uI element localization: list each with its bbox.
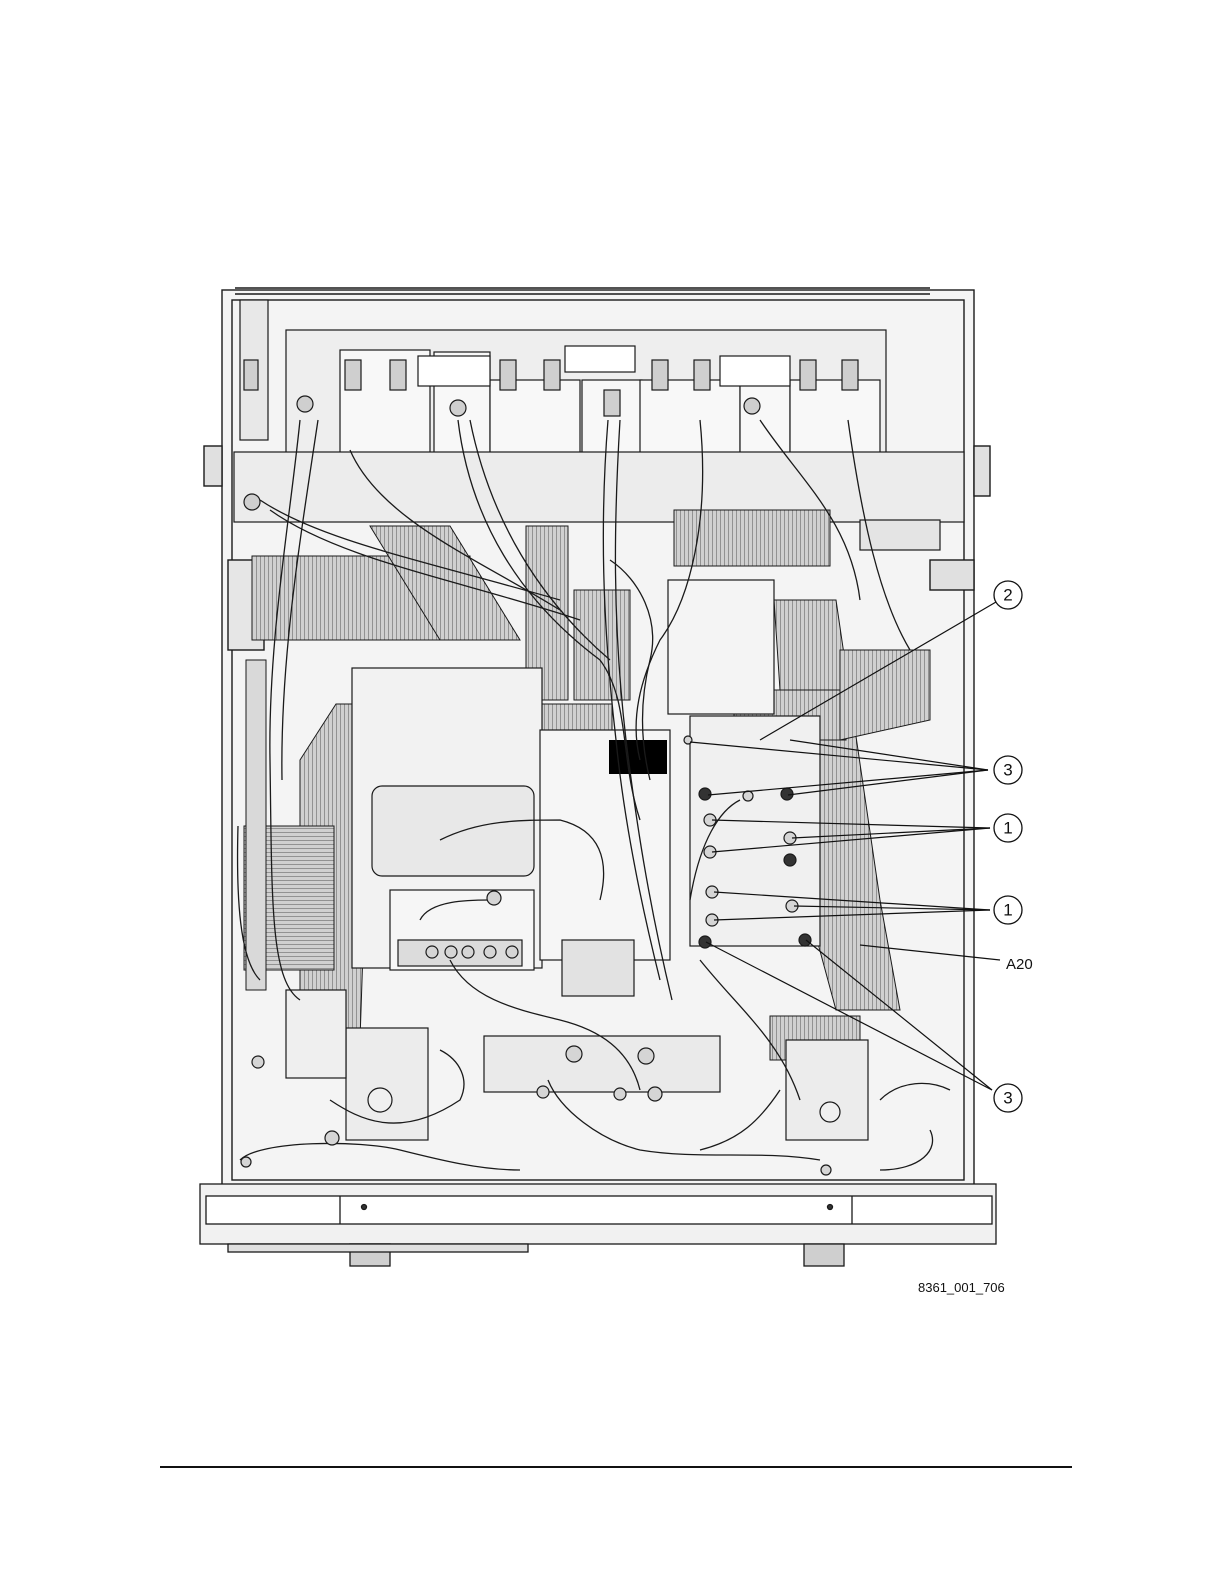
svg-text:3: 3: [1003, 1089, 1012, 1108]
callout-3-upper: 3: [994, 756, 1022, 784]
svg-text:1: 1: [1003, 819, 1012, 838]
svg-text:2: 2: [1003, 586, 1012, 605]
front-panel: [200, 1184, 996, 1266]
callout-2: 2: [994, 581, 1022, 609]
svg-text:3: 3: [1003, 761, 1012, 780]
assembly-reference-label: A20: [1006, 956, 1033, 973]
callout-1-lower: 1: [994, 896, 1022, 924]
callout-1-upper: 1: [994, 814, 1022, 842]
receiver-bracket: [234, 300, 964, 550]
figure-id: 8361_001_706: [918, 1280, 1005, 1295]
svg-text:1: 1: [1003, 901, 1012, 920]
callout-3-lower: 3: [994, 1084, 1022, 1112]
footer-rule: [160, 1466, 1072, 1468]
